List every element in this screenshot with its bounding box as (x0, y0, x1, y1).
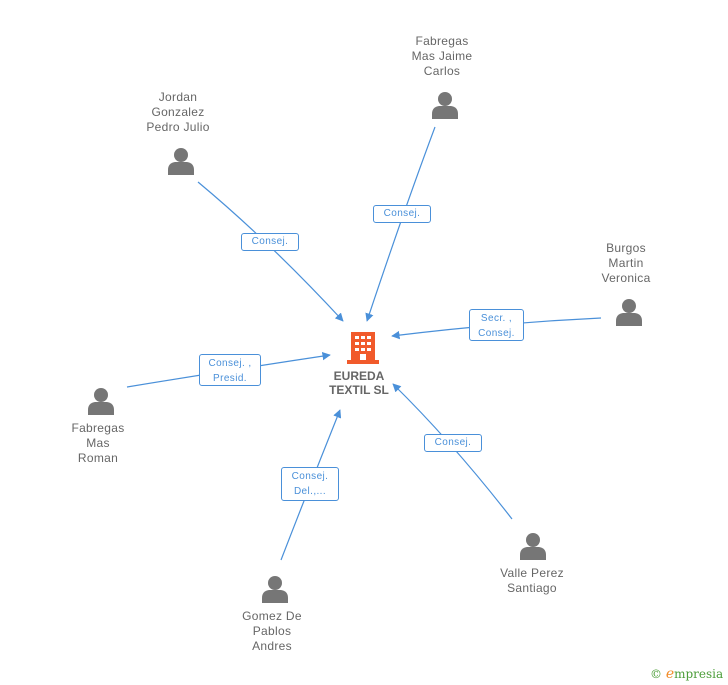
role-label[interactable]: Consej. (241, 233, 299, 251)
person-name[interactable]: Valle Perez Santiago (500, 566, 564, 595)
role-label[interactable]: Consej. Del.,... (281, 467, 339, 501)
person-icon[interactable] (260, 574, 290, 604)
person-name[interactable]: Fabregas Mas Jaime Carlos (411, 34, 473, 78)
person-name[interactable]: Burgos Martin Veronica (601, 241, 651, 285)
brand-rest: mpresia (674, 667, 724, 681)
role-label[interactable]: Secr. , Consej. (469, 309, 524, 341)
person-name[interactable]: Jordan Gonzalez Pedro Julio (146, 90, 210, 134)
role-label[interactable]: Consej. (424, 434, 482, 452)
person-icon[interactable] (166, 146, 196, 176)
company-name[interactable]: EUREDA TEXTIL SL (329, 369, 389, 397)
person-icon[interactable] (614, 297, 644, 327)
person-icon[interactable] (86, 386, 116, 416)
relationship-edge (365, 126, 436, 322)
person-icon[interactable] (518, 531, 548, 561)
copyright-icon: © (650, 667, 662, 681)
brand-e: e (665, 666, 675, 682)
role-label[interactable]: Consej. , Presid. (199, 354, 261, 386)
building-icon[interactable] (347, 330, 379, 364)
person-name[interactable]: Fabregas Mas Roman (71, 421, 125, 465)
person-name[interactable]: Gomez De Pablos Andres (242, 609, 302, 653)
empresia-logo[interactable]: © empresia (650, 666, 723, 682)
role-label[interactable]: Consej. (373, 205, 431, 223)
relationship-edge (197, 181, 344, 322)
person-icon[interactable] (430, 90, 460, 120)
